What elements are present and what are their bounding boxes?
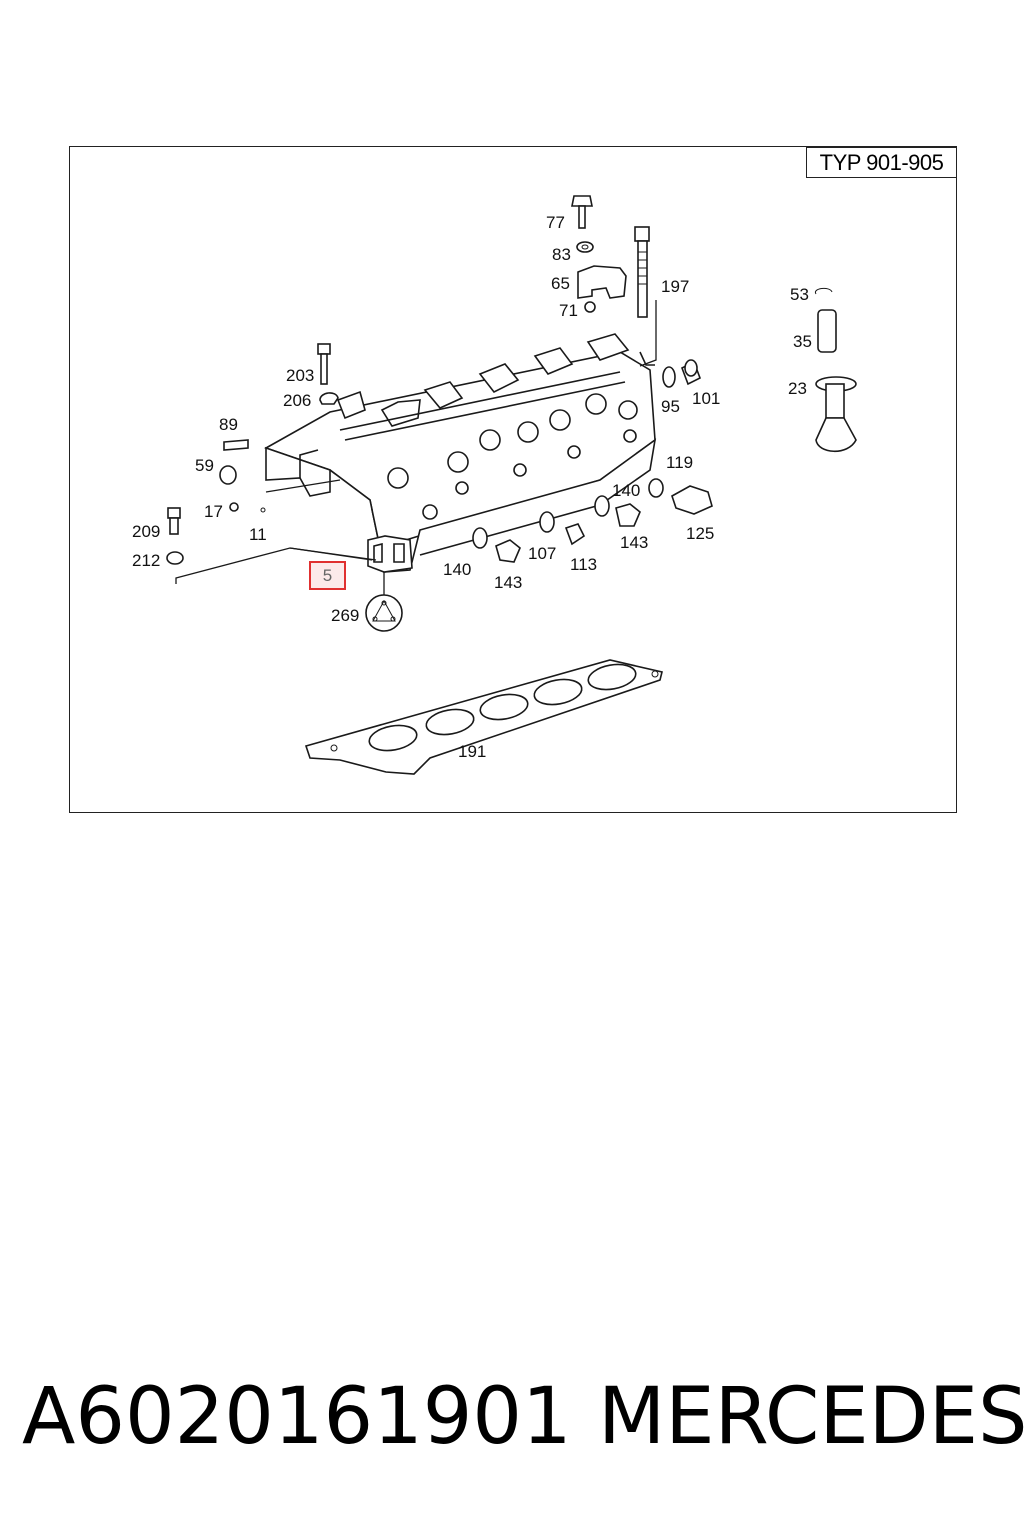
callout-77: 77: [546, 213, 565, 232]
part-number: A6020161901: [22, 1372, 572, 1462]
leader-lines: [175, 300, 657, 595]
callout-11: 11: [249, 525, 267, 544]
callout-125: 125: [686, 524, 714, 543]
type-label: TYP 901-905: [806, 147, 957, 178]
callout-labels: 77 83 65 71 197 53 35 23 203 206 89 59 1…: [132, 213, 812, 761]
callout-119: 119: [666, 453, 693, 472]
callout-203: 203: [286, 366, 314, 385]
callout-53: 53: [790, 285, 809, 304]
callout-35: 35: [793, 332, 812, 351]
callout-212: 212: [132, 551, 160, 570]
callout-17: 17: [204, 502, 223, 521]
exploded-parts-diagram: 77 83 65 71 197 53 35 23 203 206 89 59 1…: [132, 195, 857, 775]
left-side-parts: [166, 343, 339, 565]
callout-143-right: 143: [620, 533, 648, 552]
callout-191: 191: [458, 742, 486, 761]
callout-59: 59: [195, 456, 214, 475]
callout-89: 89: [219, 415, 238, 434]
bearing-cap-parts: [571, 195, 650, 318]
head-gasket-191: [304, 659, 663, 775]
callout-269: 269: [331, 606, 359, 625]
callout-140-left: 140: [443, 560, 471, 579]
callout-140-right: 140: [612, 481, 640, 500]
plug-269: [365, 594, 403, 632]
callout-209: 209: [132, 522, 160, 541]
callout-206: 206: [283, 391, 311, 410]
callout-65: 65: [551, 274, 570, 293]
valve-assembly: [814, 287, 857, 453]
callout-113: 113: [570, 555, 597, 574]
highlighted-callout-5: 5: [309, 561, 346, 590]
cylinder-head-illustration: [264, 333, 657, 573]
callout-95: 95: [661, 397, 680, 416]
callout-107: 107: [528, 544, 556, 563]
brand-name: MERCEDES: [598, 1372, 1024, 1462]
callout-101: 101: [692, 389, 720, 408]
callout-71: 71: [559, 301, 578, 320]
callout-83: 83: [552, 245, 571, 264]
callout-197: 197: [661, 277, 689, 296]
right-side-parts: [472, 359, 713, 563]
callout-23: 23: [788, 379, 807, 398]
callout-143-left: 143: [494, 573, 522, 592]
